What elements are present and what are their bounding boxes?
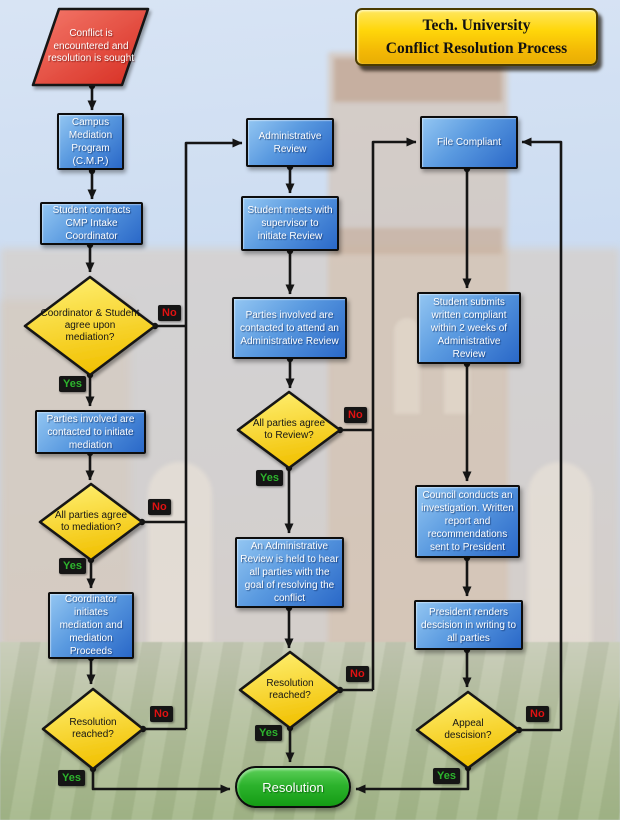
diagram-title: Tech. University Conflict Resolution Pro… (355, 8, 598, 66)
node-resolution-terminator: Resolution (235, 766, 351, 808)
decision-coordinator-student-agree: Coordinator & Student agree upon mediati… (40, 307, 140, 344)
no-label-resolution-left: No (150, 706, 173, 722)
yes-label-all-agree-review: Yes (256, 470, 283, 486)
node-student-submits-written: Student submits written compliant within… (417, 292, 521, 364)
yes-label-appeal: Yes (433, 768, 460, 784)
diagram-title-line1: Tech. University (422, 16, 531, 34)
node-parties-initiate-mediation: Parties involved are contacted to initia… (35, 410, 146, 454)
node-file-compliant: File Compliant (420, 116, 518, 169)
node-student-meets-supervisor: Student meets with supervisor to initiat… (241, 196, 339, 251)
decision-resolution-reached-left: Resolution reached? (69, 716, 117, 740)
decision-appeal: Appeal descision? (444, 717, 492, 741)
node-campus-mediation-program: Campus Mediation Program (C.M.P.) (57, 113, 124, 170)
node-administrative-review-held: An Administrative Review is held to hear… (235, 537, 344, 608)
decision-resolution-reached-mid: Resolution reached? (266, 677, 314, 701)
node-student-contracts-intake: Student contracts CMP Intake Coordinator (40, 202, 143, 245)
node-coordinator-initiates-mediation: Coordinator initiates mediation and medi… (48, 592, 134, 659)
no-label-appeal: No (526, 706, 549, 722)
no-label-resolution-mid: No (346, 666, 369, 682)
node-president-renders-decision: President renders descision in writing t… (414, 600, 523, 650)
no-label-all-agree-review: No (344, 407, 367, 423)
yes-label-all-agree-mediation: Yes (59, 558, 86, 574)
start-parallelogram (31, 7, 150, 87)
yes-label-resolution-mid: Yes (255, 725, 282, 741)
node-conflict-start: Conflict is encountered and resolution i… (47, 28, 135, 65)
decision-all-parties-agree-review: All parties agree to Review? (252, 417, 326, 441)
node-parties-attend-review: Parties involved are contacted to attend… (232, 297, 347, 359)
yes-label-resolution-left: Yes (58, 770, 85, 786)
no-label-all-agree-mediation: No (148, 499, 171, 515)
yes-label-agree-mediation: Yes (59, 376, 86, 392)
decision-all-parties-agree-mediation: All parties agree to mediation? (54, 509, 128, 533)
diagram-title-line2: Conflict Resolution Process (385, 40, 568, 57)
node-administrative-review: Administrative Review (246, 118, 334, 167)
no-label-agree-mediation: No (158, 305, 181, 321)
node-council-investigation: Council conducts an investigation. Writt… (415, 485, 520, 558)
